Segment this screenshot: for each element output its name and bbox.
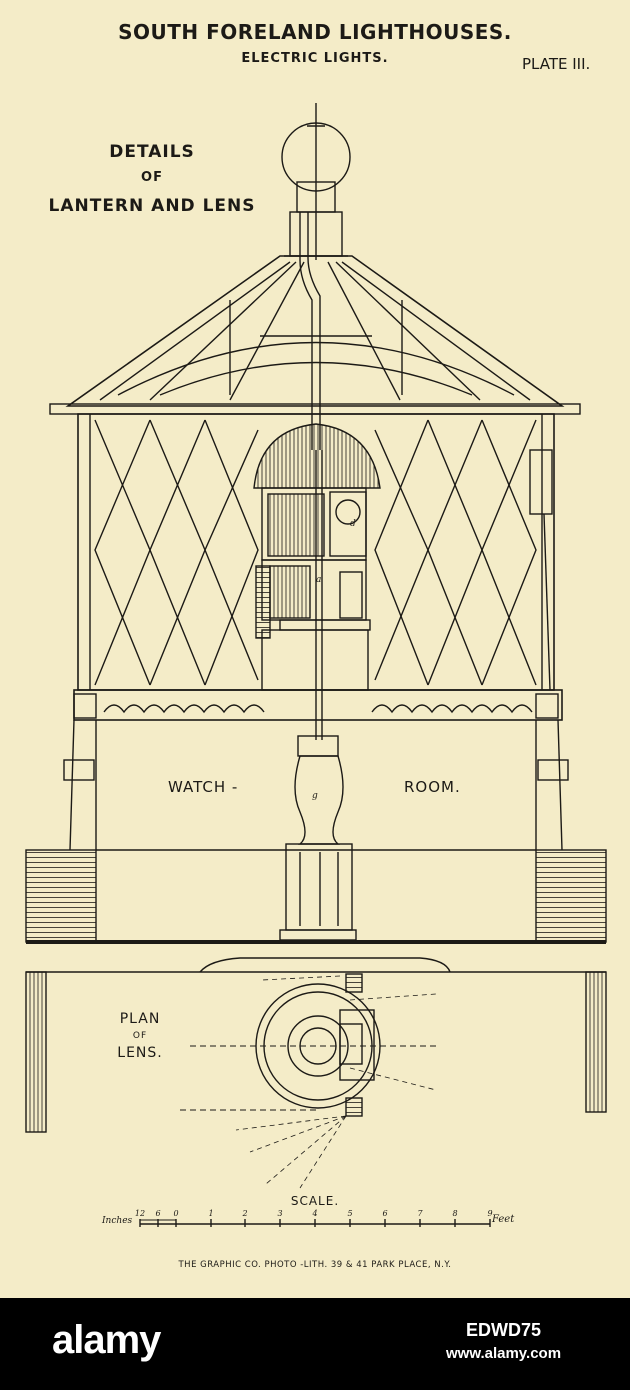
scale-feet-tick: 5	[347, 1209, 352, 1218]
lens-apparatus	[253, 423, 381, 740]
scale-inch-tick: 6	[155, 1209, 160, 1218]
watch-room-label-left: WATCH -	[168, 778, 239, 796]
scale-inch-tick: 12	[135, 1209, 145, 1218]
part-letter-g: g	[312, 791, 318, 801]
engraved-plate	[0, 0, 630, 1298]
plan-label-line2: OF	[132, 1031, 148, 1041]
lantern-roof	[49, 255, 581, 415]
scale-inches-label: Inches	[102, 1216, 133, 1226]
details-label-line2: OF	[141, 170, 163, 185]
watch-room-walls	[63, 719, 569, 851]
watermark-brand: alamy	[52, 1318, 161, 1362]
lamp-pedestal	[279, 735, 357, 941]
scale-feet-tick: 4	[311, 1209, 317, 1218]
plate-number: PLATE III.	[522, 55, 591, 73]
watermark-bar	[0, 1298, 630, 1390]
plate-title: SOUTH FORELAND LIGHTHOUSES.	[118, 20, 512, 44]
scale-feet-tick: 7	[417, 1209, 423, 1218]
details-label-line1: DETAILS	[109, 142, 195, 162]
lantern-drawing: a d g 12 6 0 1 2 3 4 5 6 7 8 9	[25, 103, 607, 1227]
watch-room-label-right: ROOM.	[404, 778, 461, 796]
scale-feet-tick: 1	[208, 1209, 213, 1218]
scale-feet-tick: 2	[241, 1209, 247, 1218]
scale-feet-tick: 3	[277, 1209, 282, 1218]
plate-subtitle: ELECTRIC LIGHTS.	[241, 51, 389, 66]
watermark-url: www.alamy.com	[446, 1345, 562, 1362]
scale-title: SCALE.	[290, 1194, 340, 1208]
lantern-frame	[77, 413, 555, 691]
scale-inch-tick: 0	[173, 1209, 178, 1218]
part-letter-d: d	[350, 519, 356, 529]
masonry-base	[25, 849, 607, 1133]
details-label-line3: LANTERN AND LENS	[48, 196, 256, 216]
scale-feet-tick: 8	[452, 1209, 457, 1218]
smoke-pipe	[299, 212, 321, 450]
lens-plan	[180, 973, 440, 1189]
gallery-rail	[73, 689, 563, 721]
scale-feet-tick: 9	[487, 1209, 492, 1218]
scale-feet-tick: 6	[382, 1209, 387, 1218]
watermark-image-id: EDWD75	[466, 1320, 542, 1340]
part-letter-a: a	[316, 575, 321, 585]
plan-label-line1: PLAN	[119, 1011, 161, 1027]
scale-bar	[139, 1219, 491, 1227]
printer-credit: THE GRAPHIC CO. PHOTO -LITH. 39 & 41 PAR…	[178, 1260, 452, 1270]
scale-feet-label: Feet	[492, 1214, 515, 1225]
plan-label-line3: LENS.	[117, 1045, 163, 1061]
